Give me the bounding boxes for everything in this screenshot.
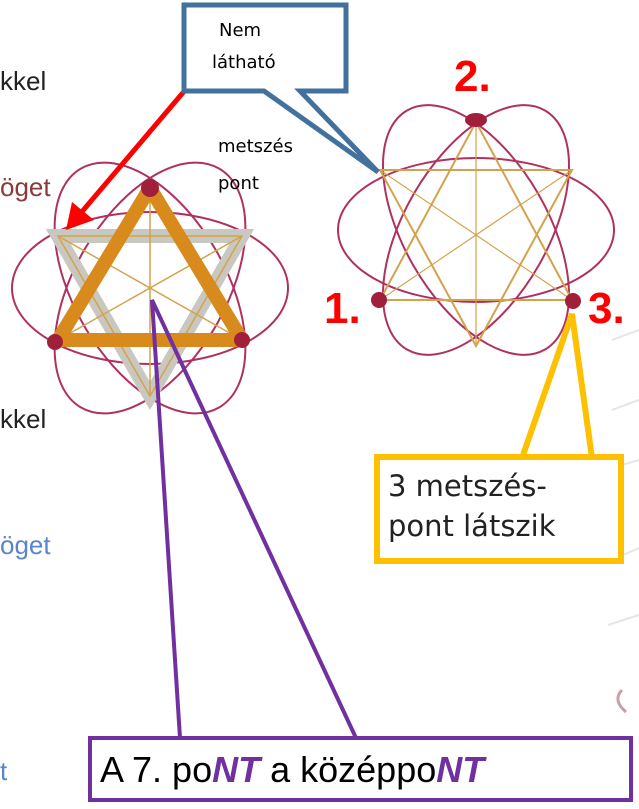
visible-points-callout: 3 metszés- pont látszik bbox=[374, 454, 624, 564]
hidden-callout-line-2: látható bbox=[212, 52, 276, 73]
right-star-lines bbox=[378, 119, 574, 349]
visible-points-callout-tail bbox=[519, 313, 595, 459]
left-text-fragment-5: t bbox=[0, 756, 8, 786]
left-text-fragment-3: kkel bbox=[0, 404, 47, 434]
hidden-point-callout-shape bbox=[181, 2, 380, 175]
center-point-callout: A 7. poNT a középpoNT bbox=[88, 736, 633, 802]
hidden-callout-tail-line-1: metszés bbox=[218, 136, 293, 157]
left-star-figure bbox=[11, 161, 289, 415]
right-star-figure bbox=[337, 104, 615, 356]
left-vertex-dots bbox=[47, 179, 250, 350]
hidden-callout-line-1: Nem bbox=[219, 20, 262, 41]
left-text-fragment-2: öget bbox=[0, 172, 51, 202]
left-text-fragment-4: öget bbox=[0, 530, 51, 560]
orange-upright-triangle bbox=[51, 181, 249, 347]
visible-callout-line-2: pont látszik bbox=[388, 509, 556, 543]
hidden-callout-tail-line-2: pont bbox=[218, 173, 259, 194]
right-vertex-dots bbox=[371, 113, 581, 309]
point-label-2: 2. bbox=[454, 52, 491, 101]
center-point-callout-tail bbox=[150, 299, 358, 739]
left-text-fragment-1: kkel bbox=[0, 66, 47, 96]
point-label-1: 1. bbox=[324, 284, 361, 333]
red-arrow bbox=[66, 80, 194, 230]
left-inner-lines bbox=[56, 188, 244, 398]
center-callout-emphasis-1: NT bbox=[212, 749, 261, 790]
visible-callout-line-1: 3 metszés- bbox=[388, 469, 547, 503]
center-callout-prefix: A 7. po bbox=[100, 749, 213, 790]
point-label-3: 3. bbox=[588, 284, 625, 333]
center-callout-middle: a középpo bbox=[260, 749, 437, 790]
center-callout-emphasis-2: NT bbox=[436, 749, 485, 790]
